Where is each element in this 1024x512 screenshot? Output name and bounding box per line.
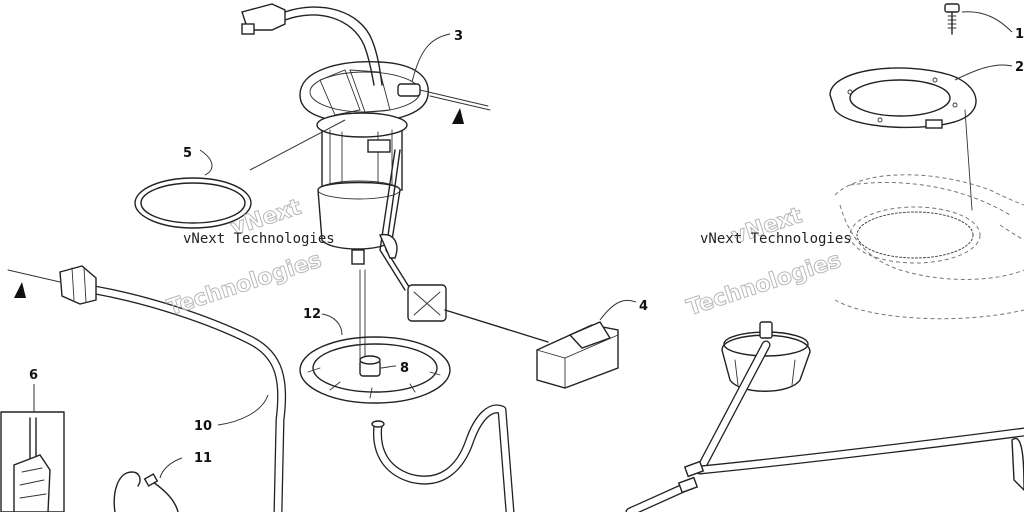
watermark-left: vNext Technologies vNext Technologies [164, 194, 335, 321]
callout-3: 3 [454, 29, 463, 44]
arrow-marker-left [14, 282, 26, 298]
part-2-mounting-flange [829, 67, 977, 211]
watermark-large-4: Technologies [684, 248, 844, 321]
part-3-fuel-pump-module [299, 61, 549, 343]
leader-lines [33, 11, 1013, 479]
part-10-fuel-hose [7, 265, 287, 512]
callout-1: 1 [1015, 27, 1024, 42]
fuel-tank-outline [834, 174, 1024, 320]
part-8-fitting [359, 355, 381, 377]
part-11-clip [113, 471, 179, 512]
callout-10: 10 [194, 419, 212, 434]
part-1-bolt [944, 3, 960, 35]
callout-2: 2 [1015, 60, 1024, 75]
watermark-right: vNext Technologies vNext Technologies [683, 203, 852, 322]
callout-8: 8 [400, 361, 409, 376]
part-5-o-ring [134, 177, 252, 229]
callout-5: 5 [183, 146, 192, 161]
watermark-large-2: Technologies [164, 248, 324, 321]
callout-12: 12 [303, 307, 321, 322]
part-4-float [536, 321, 619, 389]
fuel-filter-assembly [721, 321, 811, 392]
callout-6: 6 [29, 368, 38, 383]
module-feed-hose [241, 3, 383, 86]
part-6-harness-connector [0, 411, 65, 512]
watermark-small-2: vNext Technologies [700, 231, 852, 247]
fuel-line-right [625, 340, 1024, 512]
callout-11: 11 [194, 451, 212, 466]
callout-4: 4 [639, 299, 648, 314]
center-return-hose [371, 404, 515, 512]
callout-labels: 1 2 3 4 5 6 8 10 11 12 [29, 27, 1024, 466]
watermark-small-1: vNext Technologies [183, 231, 335, 247]
arrow-marker-top [452, 108, 464, 124]
